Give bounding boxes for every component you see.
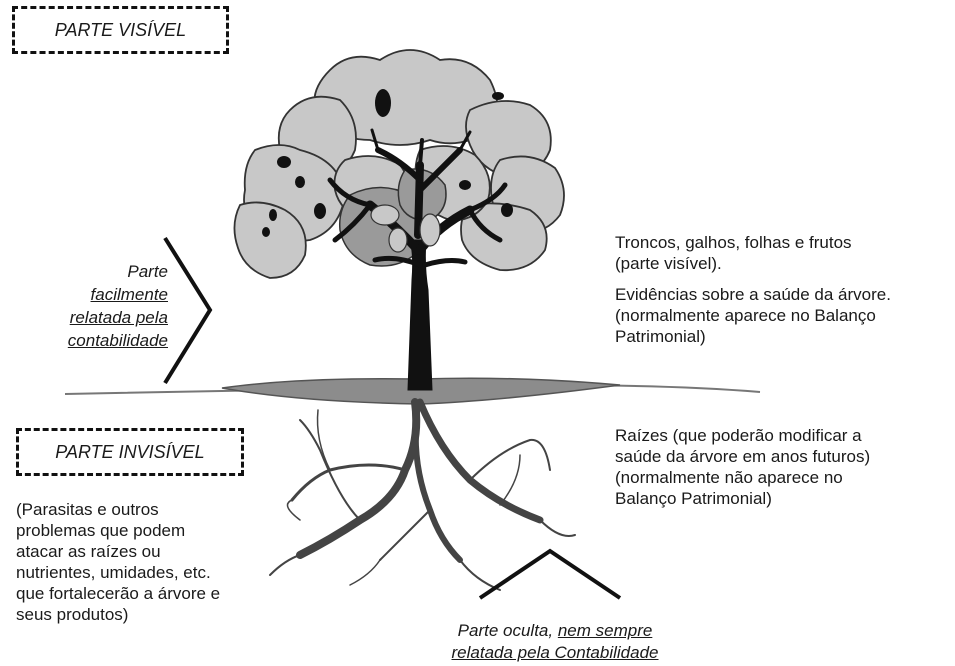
parte-invisivel-label: PARTE INVISÍVEL [55,441,205,462]
right-bottom-line-4: Balanço Patrimonial) [615,489,772,508]
left-top-line-1: Parte [127,262,168,281]
right-top-text: Troncos, galhos, folhas e frutos (parte … [615,232,950,347]
trunk [327,128,508,391]
right-bottom-text: Raízes (que poderão modificar a saúde da… [615,425,950,509]
bottom-chevron [478,548,622,600]
left-bottom-line-4: nutrientes, umidades, etc. [16,563,211,582]
left-bottom-line-1: (Parasitas e outros [16,500,159,519]
bottom-caption-line-1-a: Parte oculta, [457,621,558,640]
bottom-caption: Parte oculta, nem sempre relatada pela C… [400,620,710,664]
dark-spots [262,89,513,237]
right-bottom-line-2: saúde da árvore em anos futuros) [615,447,871,466]
parte-visivel-label: PARTE VISÍVEL [54,19,187,40]
left-top-line-4: contabilidade [67,331,168,350]
right-top-line-1: Troncos, galhos, folhas e frutos [615,233,852,252]
soil-patch [221,377,621,405]
center-leaves [370,204,441,253]
bottom-caption-line-2: relatada pela Contabilidade [451,643,659,662]
right-top-line-2: (parte visível). [615,254,722,273]
left-bottom-line-2: problemas que podem [16,521,186,540]
left-top-text: Parte facilmente relatada pela contabili… [20,260,168,352]
left-bottom-text: (Parasitas e outros problemas que podem … [16,499,286,625]
right-top-line-5: Patrimonial) [615,327,706,346]
left-top-line-3: relatada pela [69,308,168,327]
left-top-line-2: facilmente [90,285,168,304]
parte-visivel-box: PARTE VISÍVEL [12,6,229,54]
right-top-line-3: Evidências sobre a saúde da árvore. [615,285,891,304]
left-bottom-line-5: que fortalecerão a árvore e [16,584,221,603]
left-bottom-line-3: atacar as raízes ou [16,542,161,561]
right-bottom-line-1: Raízes (que poderão modificar a [615,426,862,445]
right-top-line-4: (normalmente aparece no Balanço [615,306,876,325]
left-chevron [163,236,213,385]
left-bottom-line-6: seus produtos) [16,605,129,624]
parte-invisivel-box: PARTE INVISÍVEL [16,428,244,476]
bottom-caption-line-1-b: nem sempre [557,621,653,640]
bottom-caption-line-1: Parte oculta, nem sempre [400,620,710,642]
right-bottom-line-3: (normalmente não aparece no [615,468,843,487]
roots [269,398,576,591]
